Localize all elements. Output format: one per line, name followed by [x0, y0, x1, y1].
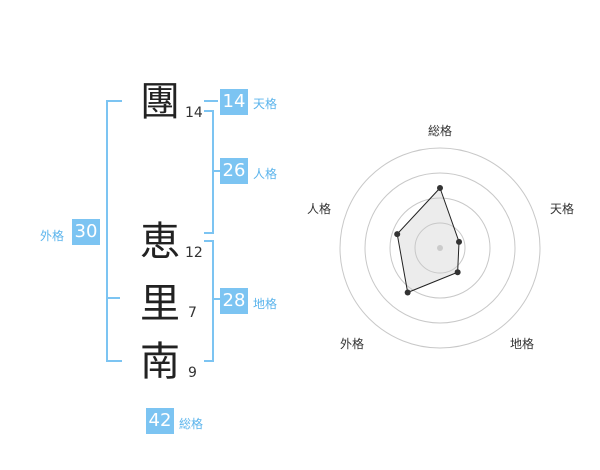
chi-bracket: [204, 240, 214, 362]
stroke-count-2: 12: [185, 245, 203, 261]
chi-connector: [212, 298, 220, 300]
jin-value: 26: [220, 158, 248, 184]
jin-label: 人格: [253, 167, 278, 181]
ten-value: 14: [220, 89, 248, 115]
radar-series-polygon: [396, 187, 460, 294]
radar-center-dot: [437, 245, 443, 251]
name-char-1: 團: [140, 79, 180, 125]
radar-point-3: [454, 269, 461, 276]
radar-point-2: [456, 238, 463, 245]
gai-label: 外格: [40, 229, 65, 243]
gai-value: 30: [72, 219, 100, 245]
gai-bracket: [106, 100, 122, 362]
radar-point-5: [394, 231, 401, 238]
sou-value: 42: [146, 408, 174, 434]
ten-label: 天格: [253, 97, 278, 111]
radar-ring: [364, 172, 516, 324]
name-char-3: 里: [140, 281, 180, 327]
radar-point-1: [437, 185, 443, 191]
name-char-4: 南: [140, 339, 180, 385]
radar-ring: [414, 222, 466, 274]
stroke-count-1: 14: [185, 105, 203, 121]
sou-label: 総格: [179, 417, 204, 431]
radar-ring: [339, 147, 541, 349]
radar-ring: [389, 197, 491, 299]
chi-label: 地格: [253, 297, 278, 311]
radar-rings: [339, 147, 541, 349]
ten-bracket: [204, 100, 218, 102]
chi-value: 28: [220, 288, 248, 314]
radar-axis-label-sou: 総格: [428, 124, 453, 138]
stroke-count-3: 7: [188, 305, 197, 321]
jin-bracket: [204, 110, 214, 234]
name-char-2: 恵: [140, 219, 180, 265]
radar-axis-label-gai: 外格: [340, 337, 365, 351]
radar-axis-label-chi: 地格: [510, 337, 535, 351]
radar-polygon-group: [394, 185, 463, 296]
radar-point-4: [404, 289, 411, 296]
radar-axis-label-ten: 天格: [550, 202, 575, 216]
stroke-count-4: 9: [188, 365, 197, 381]
radar-axis-label-jin: 人格: [307, 202, 332, 216]
gai-bracket-mid: [106, 297, 120, 299]
jin-connector: [212, 170, 220, 172]
